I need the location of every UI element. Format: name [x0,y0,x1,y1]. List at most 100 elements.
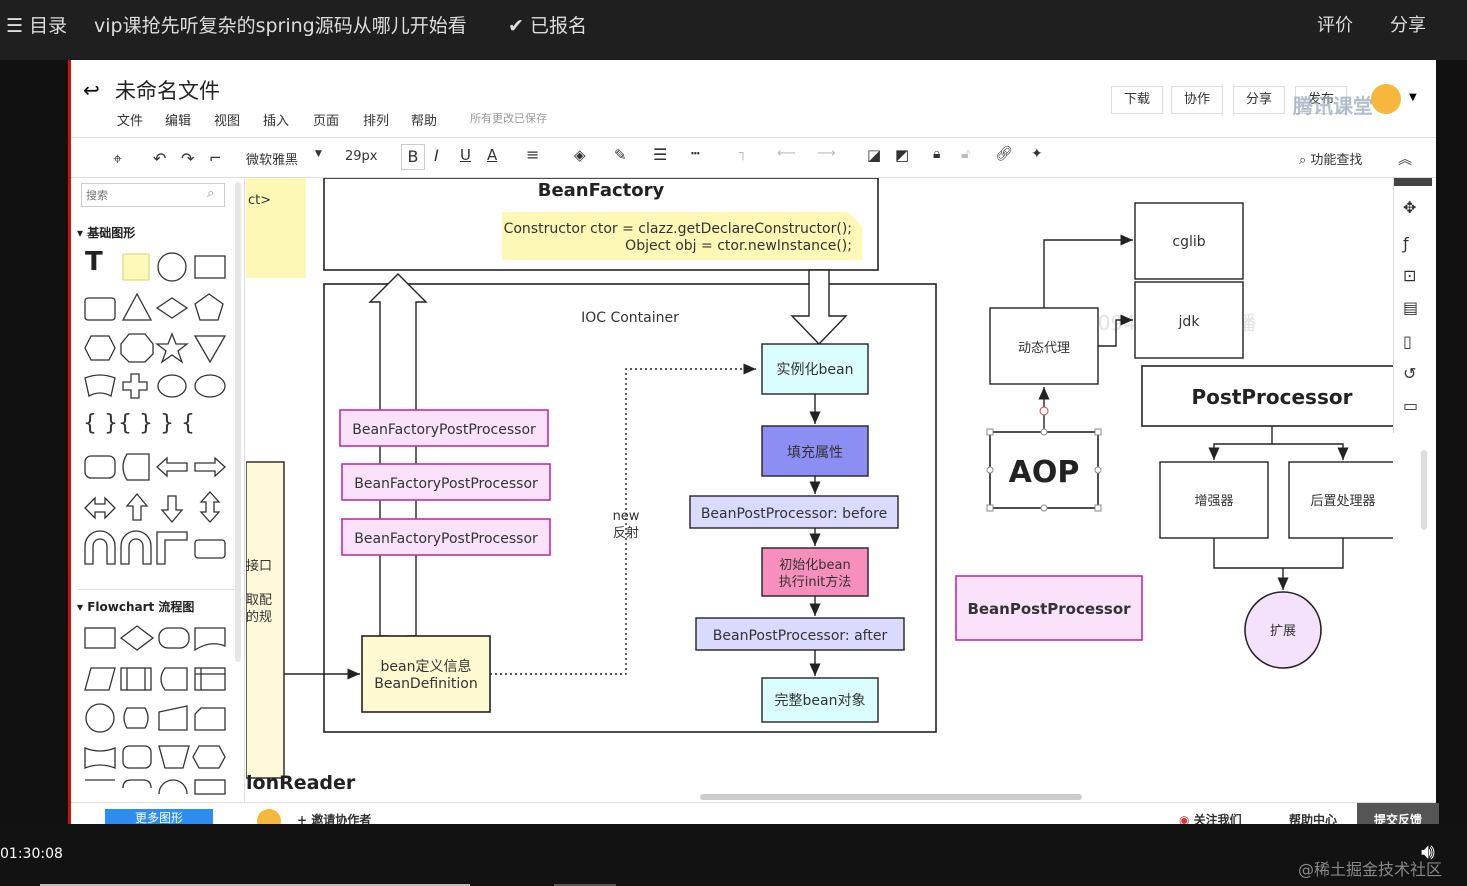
rate-button[interactable]: 评价 [1317,15,1353,36]
line-color-icon[interactable]: ✎ [614,146,627,164]
file-title[interactable]: 未命名文件 [115,79,220,103]
line-start-icon[interactable]: ⟵ [777,146,796,161]
font-name-select[interactable]: 微软雅黑 [246,153,299,168]
partial-text-1: 接口 [246,558,272,574]
flowchart-shapes-grid[interactable] [71,618,245,798]
bfpp-box[interactable]: BeanFactoryPostProcessor [341,463,551,501]
bpp-after-box[interactable]: BeanPostProcessor: after [695,617,905,651]
right-scrollbar[interactable] [1421,450,1427,530]
unlock-icon[interactable]: 🔓︎ [961,146,971,162]
populate-box[interactable]: 填充属性 [761,425,869,477]
format-painter-icon[interactable]: ⌐ [209,149,222,167]
partial-text-2: 取配 [246,593,272,608]
menu-arrange[interactable]: 排列 [363,114,390,129]
svg-text:BeanFactoryPostProcessor: BeanFactoryPostProcessor [354,531,538,547]
down-arrow-shape[interactable] [790,269,848,346]
enhancer-box[interactable]: 增强器 [1159,461,1269,539]
font-color-icon[interactable]: A [487,146,498,164]
invite-button[interactable]: + 邀请协作者 [297,813,372,827]
catalog-button[interactable]: ☰ 目录 [6,15,68,37]
jdk-box[interactable]: jdk [1134,281,1244,359]
share-doc-button[interactable]: 分享 [1233,86,1285,114]
download-button[interactable]: 下载 [1111,86,1163,114]
comment-icon[interactable]: ▭ [1403,396,1419,415]
svg-text:BeanPostProcessor: after: BeanPostProcessor: after [713,628,888,644]
partial-reader-box[interactable]: 接口 取配 的规 [246,461,285,779]
extend-circle[interactable]: 扩展 [1244,591,1322,669]
bfpp-box[interactable]: BeanFactoryPostProcessor [339,409,549,447]
bean-definition-box[interactable]: bean定义信息 BeanDefinition [361,635,491,713]
svg-text:bean定义信息: bean定义信息 [381,658,472,675]
collapse-icon[interactable]: ︽ [1398,152,1412,168]
editor-header: ↩ 未命名文件 文件 编辑 视图 插入 页面 排列 帮助 所有更改已保存 下载 … [71,60,1436,138]
bean-post-processor-box[interactable]: BeanPostProcessor [955,575,1143,641]
share-button[interactable]: 分享 [1390,15,1426,36]
post-handler-box[interactable]: 后置处理器 [1288,461,1393,539]
bold-icon[interactable]: B [401,144,425,170]
link-icon[interactable]: 🔗︎ [995,146,1013,162]
line-end-icon[interactable]: ⟶ [817,146,836,161]
select-icon[interactable]: ⌖ [113,149,123,168]
align-icon[interactable]: ≡ [526,145,540,164]
cglib-box[interactable]: cglib [1134,202,1244,280]
progress-bar[interactable] [40,884,470,886]
find-button[interactable]: ⌕ 功能查找 [1299,153,1363,168]
collab-button[interactable]: 协作 [1171,86,1223,114]
navigate-icon[interactable]: ✥ [1403,198,1417,217]
search-icon[interactable]: ⌕ [207,186,215,201]
send-back-icon[interactable]: ◩ [895,146,910,164]
bpp-before-box[interactable]: BeanPostProcessor: before [689,495,899,529]
chevron-down-icon[interactable]: ▼ [315,149,322,159]
dynamic-proxy-box[interactable]: 动态代理 [989,307,1099,385]
menu-page[interactable]: 页面 [313,114,340,129]
bfpp-box[interactable]: BeanFactoryPostProcessor [341,518,551,556]
lock-icon[interactable]: 🔒︎ [933,146,941,162]
help-link[interactable]: 帮助中心 [1289,813,1338,827]
menu-edit[interactable]: 编辑 [165,114,192,129]
diagram-canvas[interactable]: ct> 接口 取配 的规 ionReader BeanFactory Const… [246,178,1393,802]
postprocessor-box[interactable]: PostProcessor [1141,365,1393,427]
line-style-icon[interactable]: ┅ [691,146,700,162]
feedback-button[interactable]: 提交反馈 [1357,803,1439,827]
beanfactory-box[interactable]: BeanFactory Constructor ctor = clazz.get… [323,178,879,271]
bring-front-icon[interactable]: ◪ [867,146,882,164]
section-basic-shapes[interactable]: ▾ 基础图形 [77,226,136,240]
shape-search-input[interactable] [81,183,225,207]
complete-bean-box[interactable]: 完整bean对象 [761,677,879,723]
chevron-down-icon[interactable]: ▼ [1409,92,1417,103]
undo-icon[interactable]: ↶ [153,149,167,168]
menu-view[interactable]: 视图 [214,114,241,129]
more-shapes-button[interactable]: 更多图形 [105,809,213,827]
menu-insert[interactable]: 插入 [263,114,290,129]
redo-icon[interactable]: ↷ [181,149,195,168]
page-icon[interactable]: ▯ [1403,332,1412,351]
aop-box[interactable]: AOP [986,406,1102,512]
connector-icon[interactable]: ┐ [739,146,747,161]
underline-icon[interactable]: U [460,146,471,164]
formula-icon[interactable]: ƒ [1403,234,1409,253]
publish-button[interactable]: 发布 [1295,86,1347,114]
instantiate-bean-box[interactable]: 实例化bean [761,343,869,395]
ioc-container[interactable]: IOC Container [323,283,937,733]
fill-color-icon[interactable]: ◈ [574,146,586,164]
line-width-icon[interactable]: ☰ [653,145,668,164]
menu-file[interactable]: 文件 [117,114,144,129]
partial-sticky-note[interactable]: ct> [246,178,306,278]
back-icon[interactable]: ↩ [83,78,100,102]
menu-help[interactable]: 帮助 [411,114,438,129]
italic-icon[interactable]: I [434,146,439,165]
page-setup-icon[interactable]: ⊡ [1403,266,1417,285]
avatar[interactable] [1371,84,1401,114]
section-flowchart[interactable]: ▾ Flowchart 流程图 [77,589,237,615]
font-size-input[interactable]: 29px [345,149,378,164]
sidebar-scrollbar[interactable] [235,182,241,662]
volume-icon[interactable]: 🔊︎ [1421,840,1435,865]
follow-link[interactable]: ◉ 关注我们 [1179,813,1242,827]
canvas-scrollbar[interactable] [700,794,1082,800]
outline-icon[interactable]: ▤ [1403,298,1419,317]
reflection-dotted-arrow[interactable] [490,363,756,675]
basic-shapes-grid[interactable]: T { }{ } } { [71,248,245,592]
history-icon[interactable]: ↺ [1403,364,1417,383]
magic-wand-icon[interactable]: ✦ [1031,146,1043,162]
